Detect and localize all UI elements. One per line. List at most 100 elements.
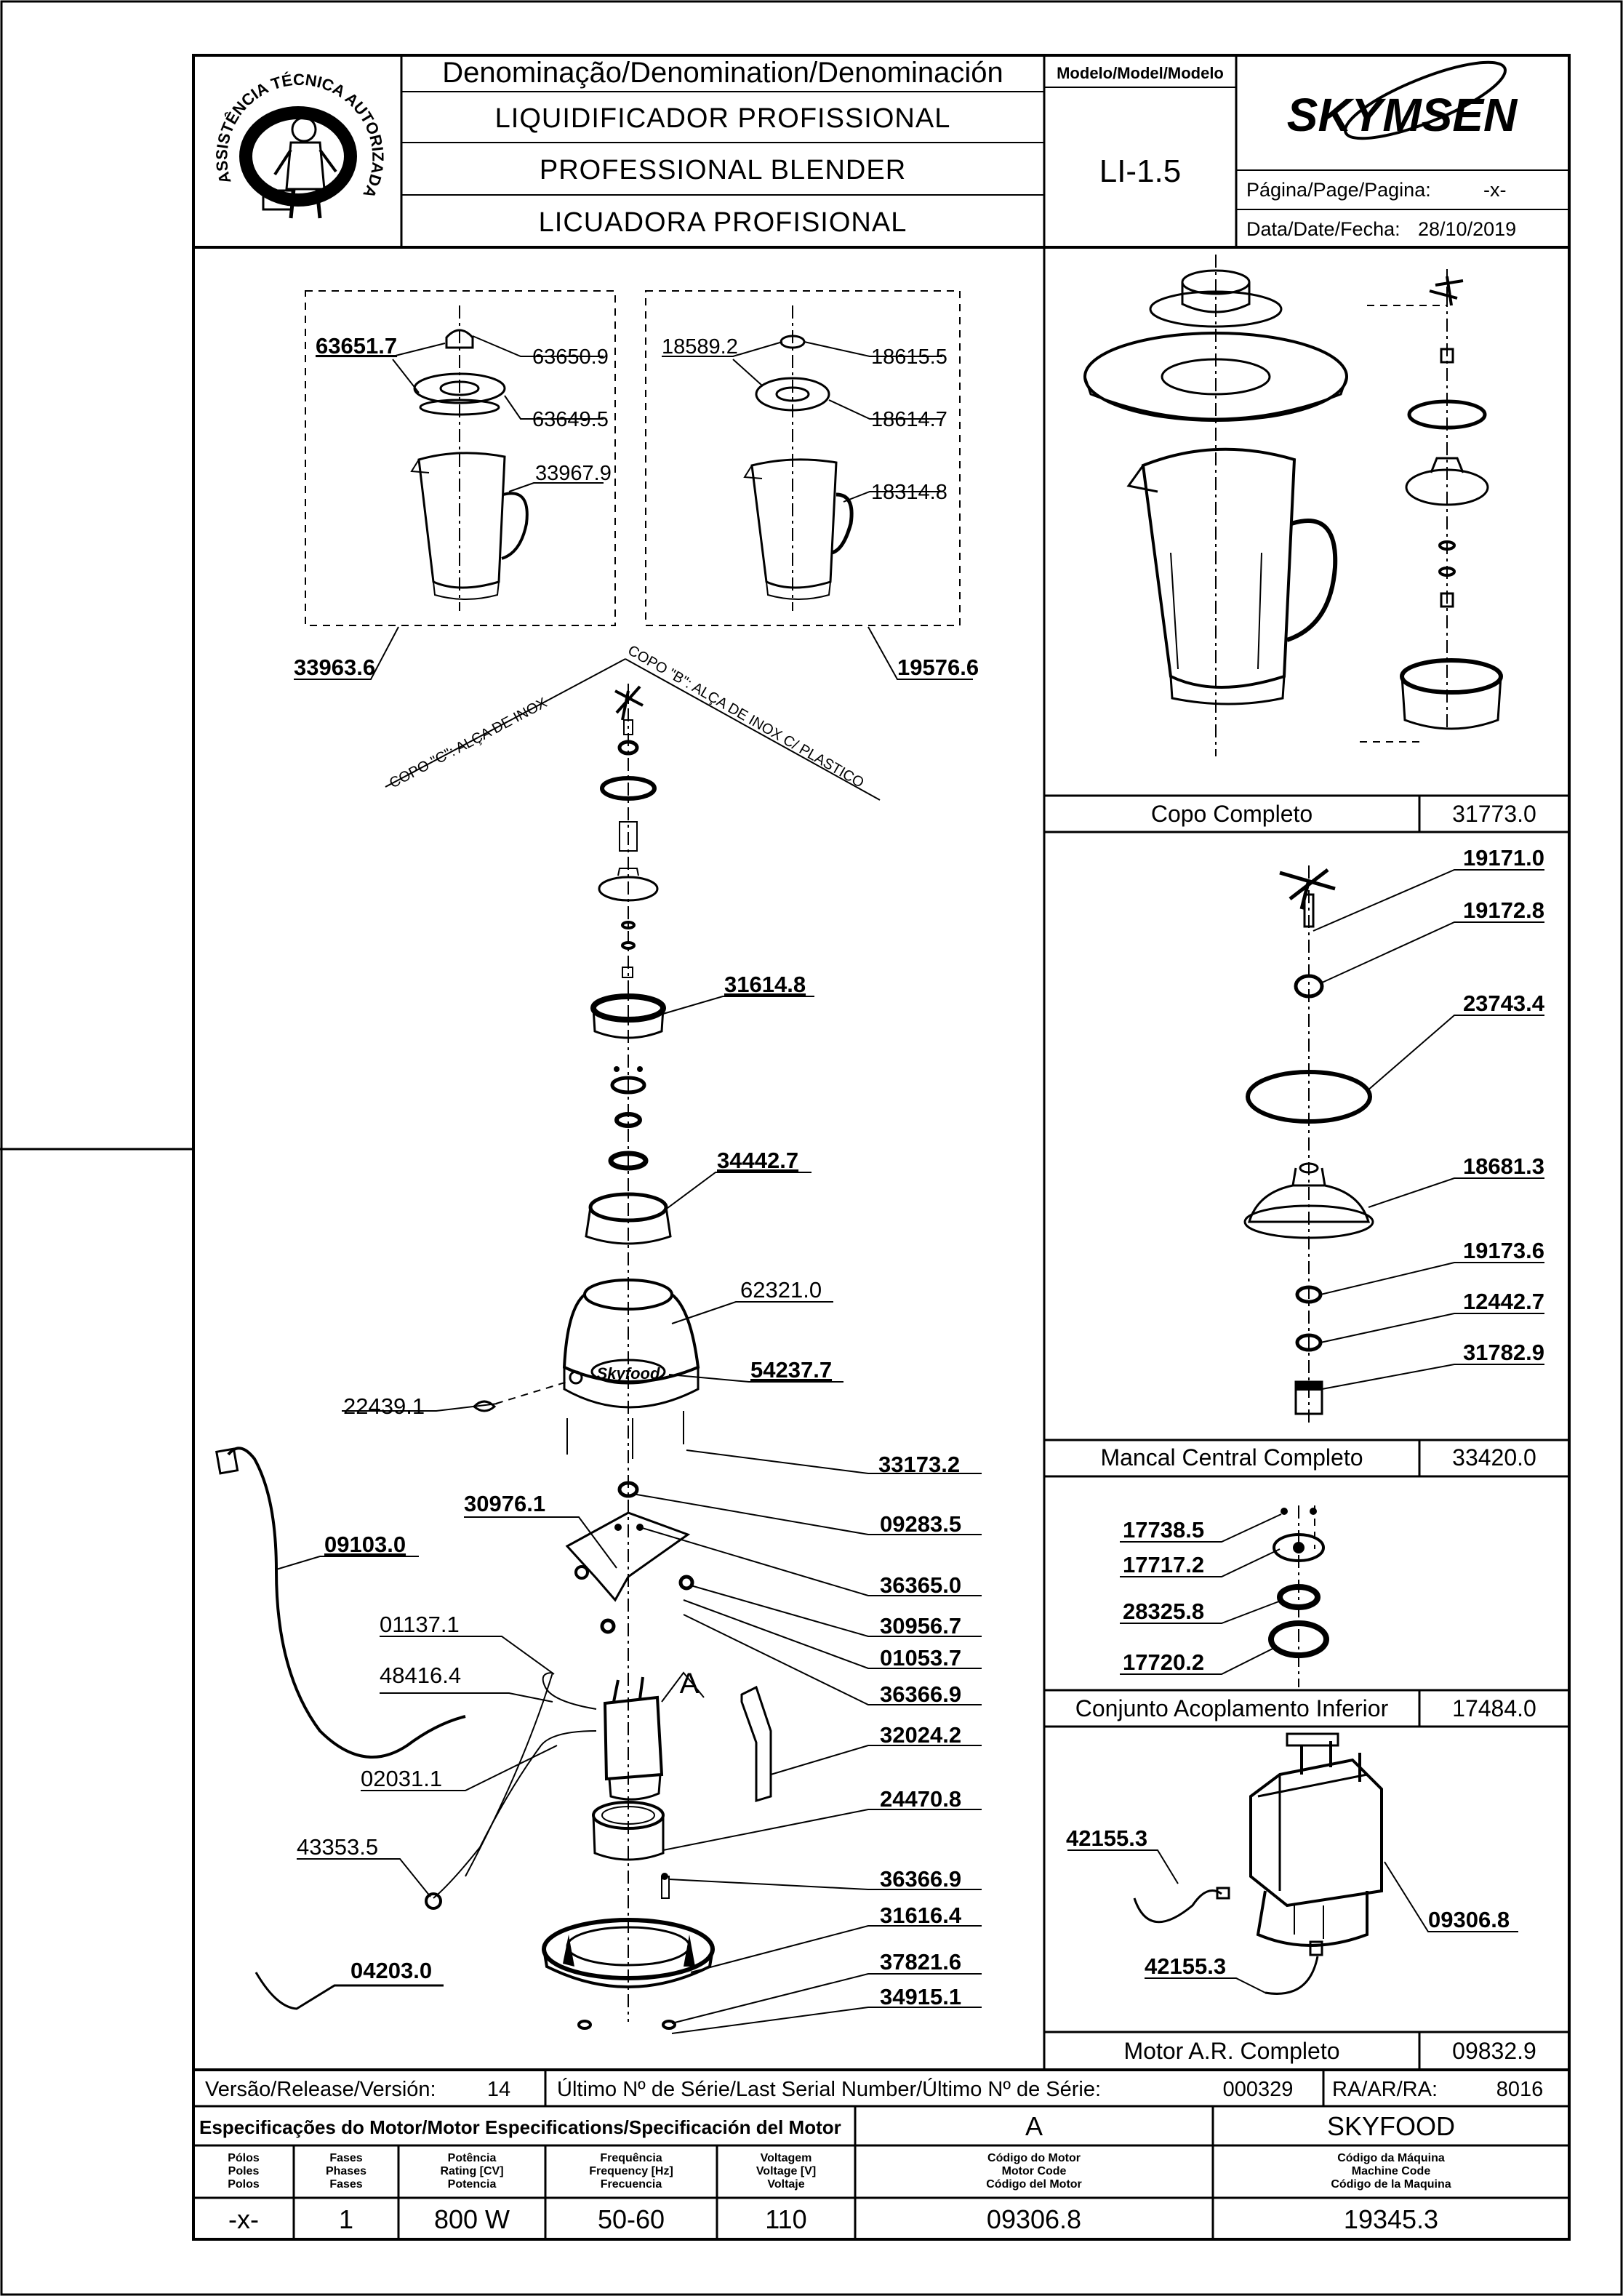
part-number-54237: 54237.7	[750, 1357, 832, 1383]
part-number-42155-b: 42155.3	[1145, 1953, 1226, 1979]
coupling-kit-code: 17484.0	[1452, 1695, 1536, 1721]
part-number-37821: 37821.6	[880, 1949, 961, 1975]
part-number-17738: 17738.5	[1123, 1517, 1204, 1543]
part-number-30976: 30976.1	[464, 1491, 545, 1516]
kit-panels: Copo Completo 31773.0 Mancal Central Com…	[1043, 247, 1569, 2070]
part-number-04203: 04203.0	[350, 1958, 432, 1983]
part-number-36366-a: 36366.9	[880, 1681, 961, 1707]
spec-header-3-2: Frequency [Hz]	[589, 2165, 673, 2177]
part-number-31616: 31616.4	[880, 1903, 962, 1928]
spec-header-2-3: Potencia	[448, 2178, 497, 2191]
part-number-63651: 63651.7	[316, 333, 397, 359]
spec-header-6-1: Código da Máquina	[1337, 2152, 1445, 2164]
authorized-service-seal: ASSISTÊNCIA TÉCNICA AUTORIZADA	[212, 71, 387, 219]
spec-header-6-3: Código de la Maquina	[1331, 2178, 1451, 2191]
motor-kit-leaders	[1067, 1849, 1518, 1993]
bearing-kit-code: 33420.0	[1452, 1444, 1536, 1471]
exploded-parts-stack: Skyfood	[215, 684, 772, 2030]
machine-ref: SKYFOOD	[1327, 2111, 1455, 2141]
cup-b-label: COPO "B": ALÇA DE INOX C/ PLASTICO	[625, 642, 867, 791]
spec-value-0: -x-	[228, 2204, 259, 2234]
bearing-kit-leaders	[1313, 869, 1544, 1390]
part-number-18589: 18589.2	[662, 335, 738, 359]
part-number-30956: 30956.7	[880, 1613, 961, 1639]
spec-header-6-2: Machine Code	[1352, 2165, 1431, 2177]
spec-header-1-2: Phases	[326, 2165, 366, 2177]
motor-kit-name: Motor A.R. Completo	[1124, 2038, 1340, 2064]
name-portuguese: LIQUIDIFICADOR PROFISSIONAL	[495, 103, 951, 134]
name-english: PROFESSIONAL BLENDER	[540, 155, 906, 185]
coupling-kit-leaders	[1120, 1513, 1283, 1675]
part-number-28325: 28325.8	[1123, 1599, 1204, 1624]
exploded-leaders	[276, 996, 982, 2034]
part-number-34442: 34442.7	[717, 1148, 798, 1173]
part-number-19172: 19172.8	[1463, 897, 1544, 923]
version-label: Versão/Release/Versión:	[205, 2078, 436, 2101]
spec-header-5-1: Código do Motor	[987, 2152, 1081, 2164]
part-number-63650: 63650.9	[532, 345, 609, 369]
part-number-33967: 33967.9	[535, 462, 612, 485]
cup-kit-code: 31773.0	[1452, 801, 1536, 827]
spec-header-4-2: Voltage [V]	[756, 2165, 816, 2177]
brand-logo: SKYMSEN	[1287, 60, 1518, 141]
part-number-12442: 12442.7	[1463, 1289, 1544, 1314]
date-value: 28/10/2019	[1418, 218, 1516, 240]
motor-spec-table: PólosPolesPolos-x-FasesPhasesFases1Potên…	[228, 2152, 1451, 2234]
spec-value-5: 09306.8	[987, 2204, 1081, 2234]
cup-box-leaders	[294, 335, 973, 680]
part-number-31614: 31614.8	[724, 972, 806, 997]
cup-c-label: COPO "C": ALÇA DE INOX	[387, 695, 550, 791]
part-number-63649: 63649.5	[532, 408, 609, 431]
spec-value-1: 1	[339, 2204, 353, 2234]
spec-header-0-3: Polos	[228, 2178, 260, 2191]
seal-text: ASSISTÊNCIA TÉCNICA AUTORIZADA	[212, 71, 387, 201]
title-block: ASSISTÊNCIA TÉCNICA AUTORIZADA Denominaç…	[193, 55, 1569, 249]
name-spanish: LICUADORA PROFISIONAL	[539, 207, 907, 238]
ra-value: 8016	[1496, 2078, 1544, 2101]
part-number-18615: 18615.5	[871, 345, 947, 369]
part-number-22439: 22439.1	[343, 1393, 425, 1419]
part-number-19173: 19173.6	[1463, 1238, 1544, 1263]
model-value: LI-1.5	[1099, 153, 1182, 189]
spec-header-1-1: Fases	[329, 2152, 362, 2164]
denomination-label: Denominação/Denomination/Denominación	[442, 57, 1003, 89]
part-number-33173: 33173.2	[878, 1452, 960, 1477]
part-number-48416: 48416.4	[380, 1663, 461, 1688]
part-number-42155-a: 42155.3	[1066, 1825, 1147, 1851]
mechanic-figure-icon	[262, 116, 337, 219]
serial-label: Último Nº de Série/Last Serial Number/Úl…	[557, 2077, 1101, 2101]
part-number-18681: 18681.3	[1463, 1153, 1544, 1179]
exploded-part-numbers: 31614.8 34442.7 62321.0 54237.7 22439.1 …	[297, 972, 962, 2009]
footer-block: Versão/Release/Versión: 14 Último Nº de …	[193, 2068, 1569, 2239]
spec-header-5-3: Código del Motor	[986, 2178, 1082, 2191]
part-number-17717: 17717.2	[1123, 1552, 1204, 1577]
spec-header-3-1: Frequência	[600, 2152, 662, 2164]
part-number-62321: 62321.0	[740, 1277, 822, 1303]
cup-box-part-numbers: 63651.7 63650.9 63649.5 33967.9 18589.2 …	[294, 333, 979, 680]
bearing-kit-part-numbers: 19171.0 19172.8 23743.4 18681.3 19173.6 …	[1463, 845, 1545, 1365]
spec-header-0-1: Pólos	[228, 2152, 260, 2164]
bearing-kit-illustration	[1243, 865, 1374, 1425]
model-label: Modelo/Model/Modelo	[1057, 64, 1224, 82]
part-number-09103: 09103.0	[324, 1532, 406, 1557]
part-number-43353: 43353.5	[297, 1834, 378, 1860]
part-number-01053: 01053.7	[880, 1645, 961, 1671]
part-number-31782: 31782.9	[1463, 1340, 1544, 1365]
ra-label: RA/AR/RA:	[1332, 2078, 1438, 2101]
spec-header-2-2: Rating [CV]	[440, 2165, 503, 2177]
assembly-marker-a: A	[680, 1668, 700, 1700]
spec-header-4-1: Voltagem	[761, 2152, 812, 2164]
spec-value-3: 50-60	[598, 2204, 665, 2234]
spec-header-3-3: Frecuencia	[601, 2178, 662, 2191]
motor-kit-code: 09832.9	[1452, 2038, 1536, 2064]
cup-complete-illustration	[1083, 255, 1503, 756]
version-value: 14	[487, 2078, 510, 2101]
part-number-34915: 34915.1	[880, 1984, 961, 2009]
coupling-kit-illustration	[1268, 1505, 1329, 1687]
coupling-kit-name: Conjunto Acoplamento Inferior	[1075, 1695, 1389, 1721]
part-number-09283: 09283.5	[880, 1511, 961, 1537]
bearing-kit-name: Mancal Central Completo	[1100, 1444, 1363, 1471]
part-number-24470: 24470.8	[880, 1786, 961, 1812]
base-logo: Skyfood	[597, 1364, 660, 1383]
